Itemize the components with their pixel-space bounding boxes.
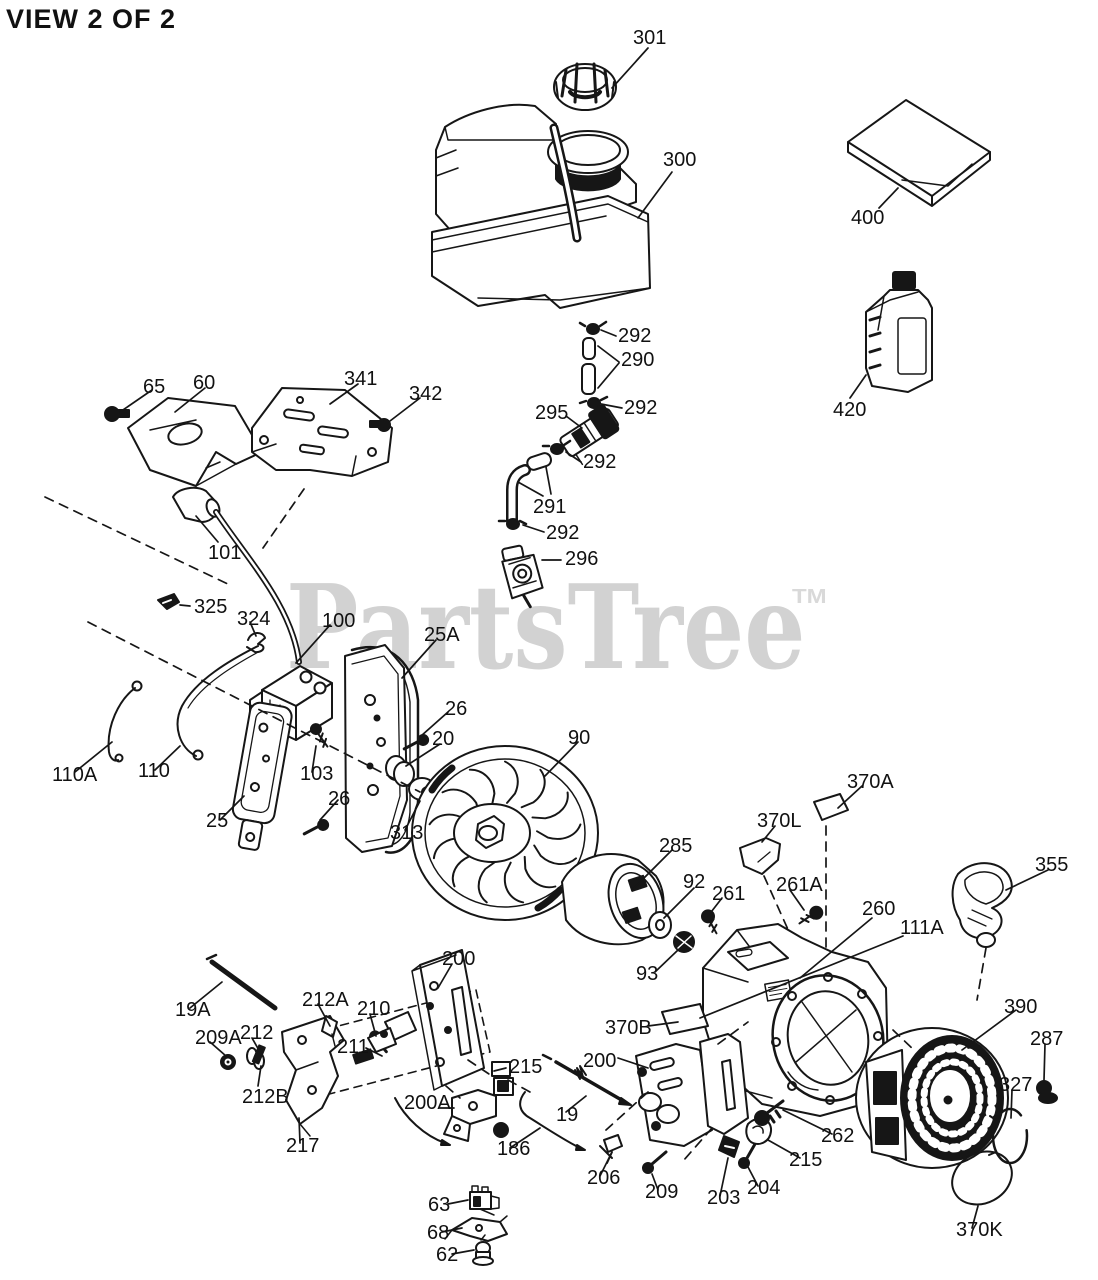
part-callout-261A-35[interactable]: 261A <box>776 874 823 896</box>
part-callout-290-5[interactable]: 290 <box>621 349 655 371</box>
fuel-cap-drawing <box>553 62 617 111</box>
oil-bottle-drawing <box>865 271 933 393</box>
part-callout-62-67[interactable]: 62 <box>436 1244 459 1266</box>
part-callout-400-2[interactable]: 400 <box>851 207 885 229</box>
leader-lines <box>74 47 1049 1255</box>
starter-cup-drawing <box>561 853 695 953</box>
housing-screws-drawing <box>701 905 824 935</box>
part-callout-203-63[interactable]: 203 <box>707 1187 741 1209</box>
part-callout-262-59[interactable]: 262 <box>821 1125 855 1147</box>
part-callout-26-21[interactable]: 26 <box>445 698 468 720</box>
spark-plug-boot-drawing <box>172 486 302 665</box>
part-callout-327-42[interactable]: 327 <box>999 1074 1033 1096</box>
part-callout-110A-23[interactable]: 110A <box>52 764 98 786</box>
flywheel-drawing <box>411 745 599 921</box>
part-callout-206-61[interactable]: 206 <box>587 1167 621 1189</box>
part-callout-212-46[interactable]: 212 <box>240 1022 274 1044</box>
part-callout-295-7[interactable]: 295 <box>535 402 569 424</box>
engine-bracket-drawing <box>104 387 393 487</box>
part-callout-103-25[interactable]: 103 <box>300 763 334 785</box>
watermark-tm-mark: TM <box>792 586 827 608</box>
part-callout-20-22[interactable]: 20 <box>432 728 455 750</box>
part-callout-261-36[interactable]: 261 <box>712 883 746 905</box>
terminal-clips-drawing <box>107 593 266 763</box>
governor-links-drawing <box>394 1053 632 1151</box>
part-callout-25-26[interactable]: 25 <box>206 810 229 832</box>
part-callout-93-32[interactable]: 93 <box>636 963 659 985</box>
part-callout-210-50[interactable]: 210 <box>357 998 391 1020</box>
part-callout-217-48[interactable]: 217 <box>286 1135 320 1157</box>
part-callout-212B-47[interactable]: 212B <box>242 1086 289 1108</box>
part-callout-292-8[interactable]: 292 <box>583 451 617 473</box>
part-callout-215-54[interactable]: 215 <box>509 1056 543 1078</box>
part-callout-92-31[interactable]: 92 <box>683 871 706 893</box>
part-callout-25A-20[interactable]: 25A <box>424 624 460 646</box>
part-callout-26-27[interactable]: 26 <box>328 788 351 810</box>
part-callout-370B-56[interactable]: 370B <box>605 1017 652 1039</box>
small-parts-drawing <box>444 1185 508 1266</box>
part-callout-324-18[interactable]: 324 <box>237 608 271 630</box>
speed-control-drawing <box>205 949 514 1142</box>
muffler-group-drawing <box>599 1033 785 1174</box>
part-callout-100-19[interactable]: 100 <box>322 610 356 632</box>
decal-drawings <box>661 793 849 1035</box>
part-callout-342-15[interactable]: 342 <box>409 383 443 405</box>
part-callout-260-37[interactable]: 260 <box>862 898 896 920</box>
part-callout-215-60[interactable]: 215 <box>789 1149 823 1171</box>
part-callout-90-29[interactable]: 90 <box>568 727 591 749</box>
part-callout-355-39[interactable]: 355 <box>1035 854 1069 876</box>
part-callout-300-1[interactable]: 300 <box>663 149 697 171</box>
blower-housing-drawing <box>702 923 889 1117</box>
part-callout-68-66[interactable]: 68 <box>427 1222 450 1244</box>
part-callout-313-28[interactable]: 313 <box>390 822 424 844</box>
view-title: VIEW 2 OF 2 <box>6 4 177 34</box>
part-callout-111A-38[interactable]: 111A <box>900 917 944 939</box>
part-callout-204-64[interactable]: 204 <box>747 1177 781 1199</box>
part-callout-390-40[interactable]: 390 <box>1004 996 1038 1018</box>
part-callout-209-62[interactable]: 209 <box>645 1181 679 1203</box>
fuel-tank-drawing <box>431 103 651 309</box>
part-callout-301-0[interactable]: 301 <box>633 27 667 49</box>
part-callout-186-55[interactable]: 186 <box>497 1138 531 1160</box>
part-callout-285-30[interactable]: 285 <box>659 835 693 857</box>
fuel-line-drawing <box>497 320 620 609</box>
part-callout-65-12[interactable]: 65 <box>143 376 166 398</box>
part-callout-209A-45[interactable]: 209A <box>195 1027 242 1049</box>
part-callout-420-3[interactable]: 420 <box>833 399 867 421</box>
part-callout-63-65[interactable]: 63 <box>428 1194 451 1216</box>
part-callout-200-57[interactable]: 200 <box>583 1050 617 1072</box>
part-callout-200-52[interactable]: 200 <box>442 948 476 970</box>
alignment-dashed-lines <box>44 488 987 1161</box>
flat-panel-part-drawing <box>847 99 991 207</box>
part-callout-292-10[interactable]: 292 <box>546 522 580 544</box>
part-callout-325-17[interactable]: 325 <box>194 596 228 618</box>
part-callout-370A-33[interactable]: 370A <box>847 771 894 793</box>
part-callout-370K-43[interactable]: 370K <box>956 1219 1003 1241</box>
part-callout-101-16[interactable]: 101 <box>208 542 242 564</box>
starter-handle-drawing <box>951 862 1013 948</box>
part-callout-287-41[interactable]: 287 <box>1030 1028 1064 1050</box>
part-callout-60-13[interactable]: 60 <box>193 372 216 394</box>
coil-plates-drawing <box>231 644 436 854</box>
part-callout-291-9[interactable]: 291 <box>533 496 567 518</box>
part-callout-19-58[interactable]: 19 <box>556 1104 579 1126</box>
part-callout-296-11[interactable]: 296 <box>565 548 599 570</box>
part-callout-341-14[interactable]: 341 <box>344 368 378 390</box>
part-callout-200A-53[interactable]: 200A <box>404 1092 451 1114</box>
part-callout-212A-49[interactable]: 212A <box>302 989 349 1011</box>
part-callout-110-24[interactable]: 110 <box>138 760 170 782</box>
part-callout-292-6[interactable]: 292 <box>624 397 658 419</box>
part-callout-370L-34[interactable]: 370L <box>757 810 802 832</box>
recoil-starter-drawing <box>855 1027 1058 1206</box>
part-callout-19A-44[interactable]: 19A <box>175 999 211 1021</box>
part-callout-211-51[interactable]: 211 <box>337 1036 369 1058</box>
part-callout-292-4[interactable]: 292 <box>618 325 652 347</box>
